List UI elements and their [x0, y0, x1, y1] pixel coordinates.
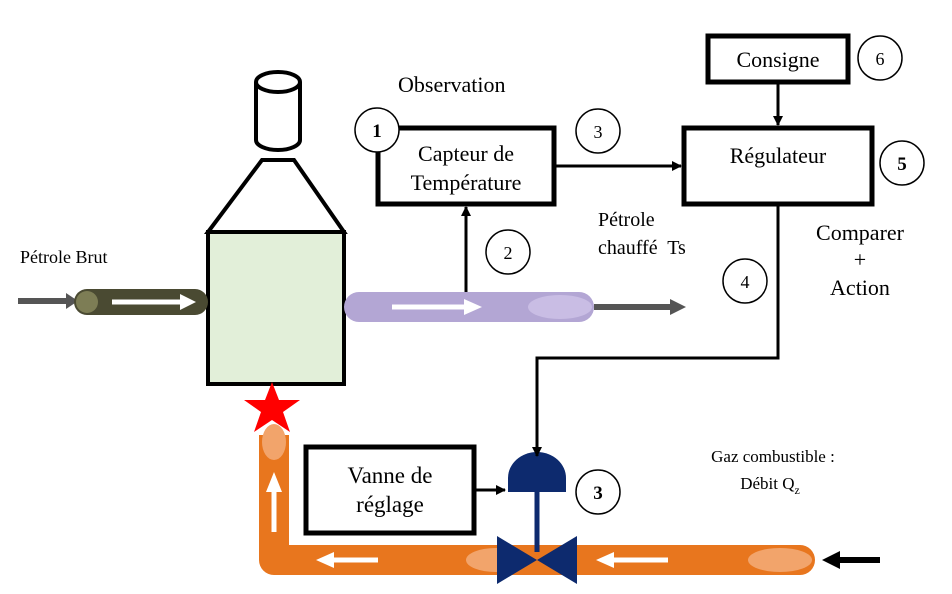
comparer-label-line3: Action	[830, 275, 890, 300]
heated-oil-pipe	[344, 292, 686, 322]
step-3-circle	[575, 108, 621, 154]
step-6-label: 6	[876, 49, 885, 69]
gaz-label-line2: Débit Qz	[740, 474, 800, 497]
furnace-hood	[204, 158, 348, 234]
vanne-label-line1: Vanne de	[348, 463, 433, 488]
furnace	[204, 70, 348, 386]
burner-flame-icon	[244, 382, 300, 432]
command-line	[532, 204, 780, 457]
chimney-top	[254, 70, 302, 94]
step-3-valve-label: 3	[593, 483, 603, 504]
step-5-circle	[879, 140, 925, 186]
petrole-chauffe-label-line2: chauffé Ts	[598, 237, 686, 259]
control-valve-icon	[497, 452, 577, 584]
petrole-brut-label: Pétrole Brut	[20, 247, 108, 267]
signal-lines	[461, 82, 783, 495]
capteur-label-line2: Température	[411, 170, 522, 195]
step-3-label: 3	[594, 122, 603, 142]
comparer-label-line1: Comparer	[816, 220, 905, 245]
chimney	[254, 82, 302, 152]
step-5-label: 5	[897, 154, 907, 175]
gaz-label-line1: Gaz combustible :	[711, 447, 835, 466]
step-1-label: 1	[372, 121, 382, 142]
step-1-circle	[354, 107, 400, 153]
gaz-debit-text: Débit Q	[740, 474, 794, 493]
petrole-chauffe-label-line1: Pétrole	[598, 209, 655, 231]
step-4-circle	[722, 258, 768, 304]
step-2-label: 2	[504, 243, 513, 263]
observation-label: Observation	[398, 72, 506, 97]
comparer-label-line2: +	[854, 247, 866, 272]
regulateur-box	[681, 125, 875, 207]
gaz-debit-subscript: z	[794, 483, 799, 497]
step-3-valve-circle	[575, 469, 621, 515]
crude-oil-pipe	[18, 289, 208, 315]
vanne-box	[303, 444, 477, 536]
consigne-label: Consigne	[736, 47, 819, 72]
step-2-circle	[485, 229, 531, 275]
step-circles: 1 2 3 4 5 6 3	[354, 35, 925, 515]
step-4-label: 4	[741, 272, 750, 292]
vanne-label-line2: réglage	[356, 492, 424, 517]
step-6-circle	[857, 35, 903, 81]
capteur-label-line1: Capteur de	[418, 141, 514, 166]
furnace-body	[206, 230, 346, 386]
regulateur-label: Régulateur	[730, 143, 827, 168]
